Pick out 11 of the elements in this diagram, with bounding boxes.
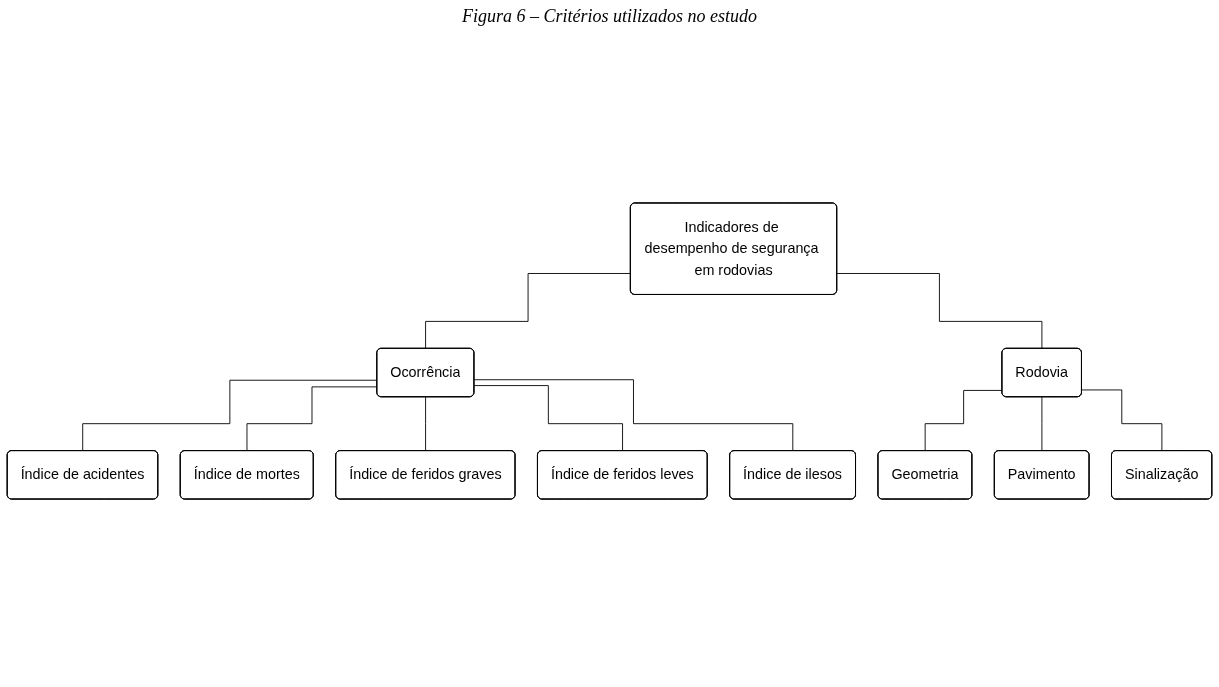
connector [473,385,624,452]
connector [1041,396,1043,452]
connector [473,379,794,452]
connector [1081,389,1163,452]
figure-title: Figura 6 – Critérios utilizados no estudo [461,6,758,27]
connector [82,379,378,452]
connector [425,273,632,350]
connector [836,273,1043,350]
connector [246,386,378,452]
connector [924,389,1003,452]
connector [425,396,427,452]
